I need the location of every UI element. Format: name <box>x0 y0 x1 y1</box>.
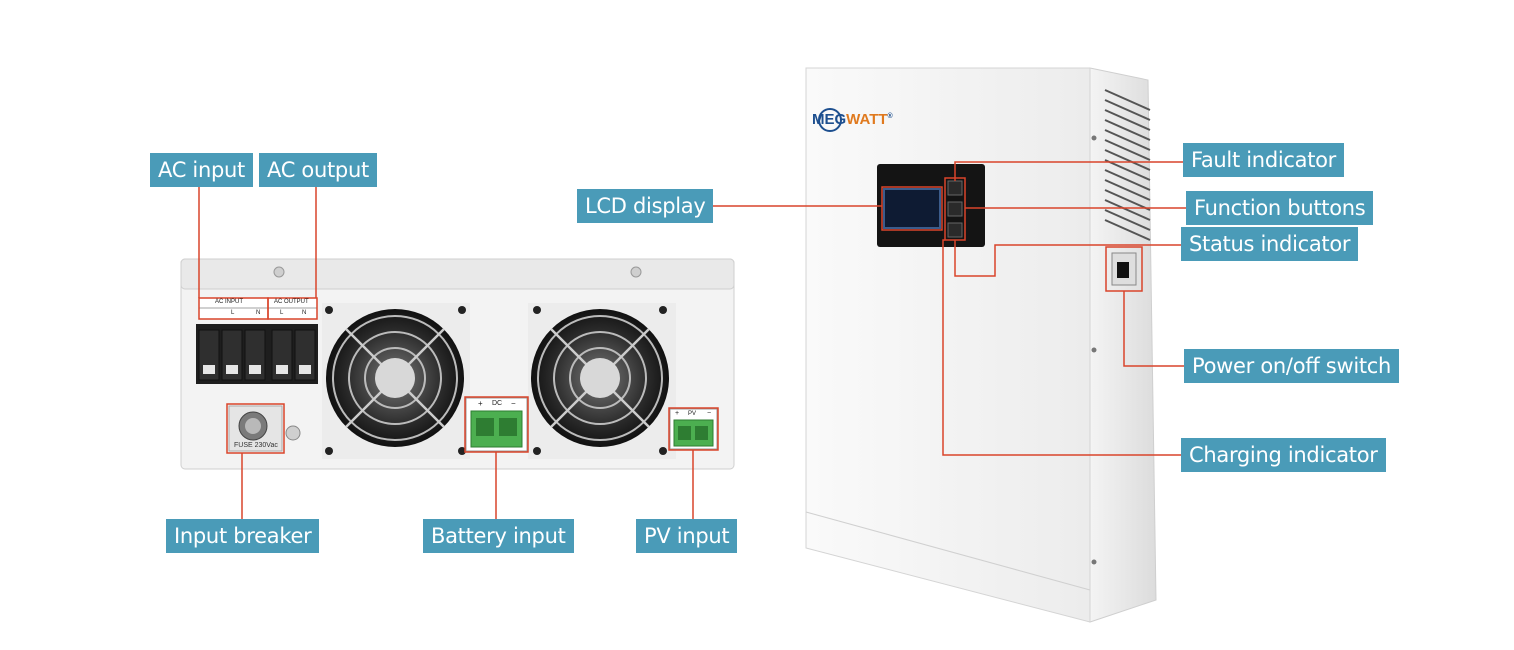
callout-ac-input: AC input <box>150 153 253 187</box>
callout-lcd-display: LCD display <box>577 189 714 223</box>
brand-right: WATT <box>846 111 888 128</box>
callout-power-switch: Power on/off switch <box>1184 349 1400 383</box>
fuse-rating-label: FUSE 230Vac <box>234 442 278 449</box>
output-l-label: L <box>280 310 284 316</box>
callout-function-buttons: Function buttons <box>1186 191 1374 225</box>
dc-terminal-label: DC <box>492 400 503 407</box>
dc-minus-label: − <box>511 399 516 408</box>
leader-lines <box>198 161 1186 520</box>
inverter-front-view <box>805 67 1157 623</box>
callout-input-breaker: Input breaker <box>166 519 320 553</box>
ac-input-block-label: AC INPUT <box>215 299 244 305</box>
brand-left: MEG <box>812 111 847 128</box>
brand-logo: MEGWATT® <box>812 111 893 128</box>
inverter-bottom-panel <box>180 258 735 470</box>
cooling-fan-left <box>322 303 470 459</box>
callout-fault-indicator: Fault indicator <box>1183 143 1345 177</box>
terminal-l-label: L <box>231 310 235 316</box>
callout-status-indicator: Status indicator <box>1181 227 1359 261</box>
cooling-fan-right <box>528 303 676 459</box>
callout-pv-input: PV input <box>636 519 738 553</box>
callout-ac-output: AC output <box>259 153 377 187</box>
output-n-label: N <box>302 310 307 316</box>
terminal-n-label: N <box>256 310 261 316</box>
pv-minus-label: − <box>707 410 712 417</box>
callout-battery-input: Battery input <box>423 519 574 553</box>
pv-plus-label: + <box>675 410 680 417</box>
pv-terminal-label: PV <box>688 411 697 417</box>
ac-output-block-label: AC OUTPUT <box>274 299 309 305</box>
brand-trademark: ® <box>887 113 893 120</box>
dc-plus-label: + <box>478 399 483 408</box>
callout-charging-indicator: Charging indicator <box>1181 438 1386 472</box>
